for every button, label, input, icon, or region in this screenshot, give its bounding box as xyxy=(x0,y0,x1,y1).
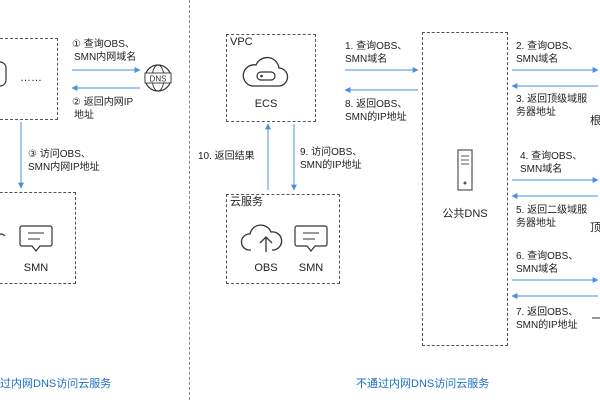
vpc-box xyxy=(226,34,316,122)
left-step1-line1: ① 查询OBS、 xyxy=(72,39,135,50)
cloud-services-label: 云服务 xyxy=(230,196,263,208)
step2-line2: SMN域名 xyxy=(516,54,559,65)
dns-icon: DNS xyxy=(144,64,172,92)
cut-text-root: 根 xyxy=(590,115,600,127)
step1-line1: 1. 查询OBS、 xyxy=(345,41,408,52)
left-smn-icon xyxy=(19,225,53,252)
left-step2-line2: 地址 xyxy=(74,110,94,121)
public-dns-label: 公共DNS xyxy=(442,208,488,220)
step9-line1: 9. 访问OBS、 xyxy=(300,147,363,158)
step2-line1: 2. 查询OBS、 xyxy=(516,41,579,52)
server-icon xyxy=(457,149,473,191)
left-obs-icon-partial xyxy=(0,233,6,237)
step3-line2: 务器地址 xyxy=(516,107,556,118)
left-step3-line2: SMN内网IP地址 xyxy=(28,162,100,173)
step4-line1: 4. 查询OBS、 xyxy=(520,151,583,162)
left-smn-label: SMN xyxy=(23,262,49,274)
left-step2-line1: ② 返回内网IP xyxy=(72,97,134,108)
smn-icon xyxy=(294,225,328,252)
step3-line1: 3. 返回顶级域服 xyxy=(516,94,588,105)
left-step3-line1: ③ 访问OBS、 xyxy=(28,149,91,160)
step1-line2: SMN域名 xyxy=(345,54,388,65)
step5-line2: 务器地址 xyxy=(516,218,556,229)
obs-icon xyxy=(240,224,283,252)
step10-label: 10. 返回结果 xyxy=(198,151,255,162)
ecs-label: ECS xyxy=(254,98,278,110)
cut-text-top: 顶 xyxy=(590,222,600,234)
vpc-label: VPC xyxy=(230,36,253,48)
left-caption: 过内网DNS访问云服务 xyxy=(0,378,112,390)
left-ellipsis: …… xyxy=(20,72,42,84)
step8-line1: 8. 返回OBS、 xyxy=(345,99,408,110)
public-dns-box xyxy=(422,32,508,346)
smn-label: SMN xyxy=(298,262,324,274)
step6-line1: 6. 查询OBS、 xyxy=(516,251,579,262)
step8-line2: SMN的IP地址 xyxy=(345,112,407,123)
left-services-box xyxy=(0,192,76,284)
ecs-icon xyxy=(242,56,289,87)
left-ecs-icon-partial xyxy=(0,61,7,87)
panel-divider xyxy=(189,0,190,400)
step5-line1: 5. 返回二级域服 xyxy=(516,205,588,216)
cloud-services-box xyxy=(226,194,340,284)
right-caption: 不通过内网DNS访问云服务 xyxy=(356,378,490,390)
step9-line2: SMN的IP地址 xyxy=(300,160,362,171)
step4-line2: SMN域名 xyxy=(520,164,563,175)
step6-line2: SMN域名 xyxy=(516,264,559,275)
left-step1-line2: SMN内网域名 xyxy=(74,52,137,63)
left-vpc-box xyxy=(0,38,58,120)
obs-label: OBS xyxy=(254,262,278,274)
step7-line1: 7. 返回OBS、 xyxy=(516,307,579,318)
svg-text:DNS: DNS xyxy=(150,75,167,84)
step7-line2: SMN的IP地址 xyxy=(516,320,578,331)
